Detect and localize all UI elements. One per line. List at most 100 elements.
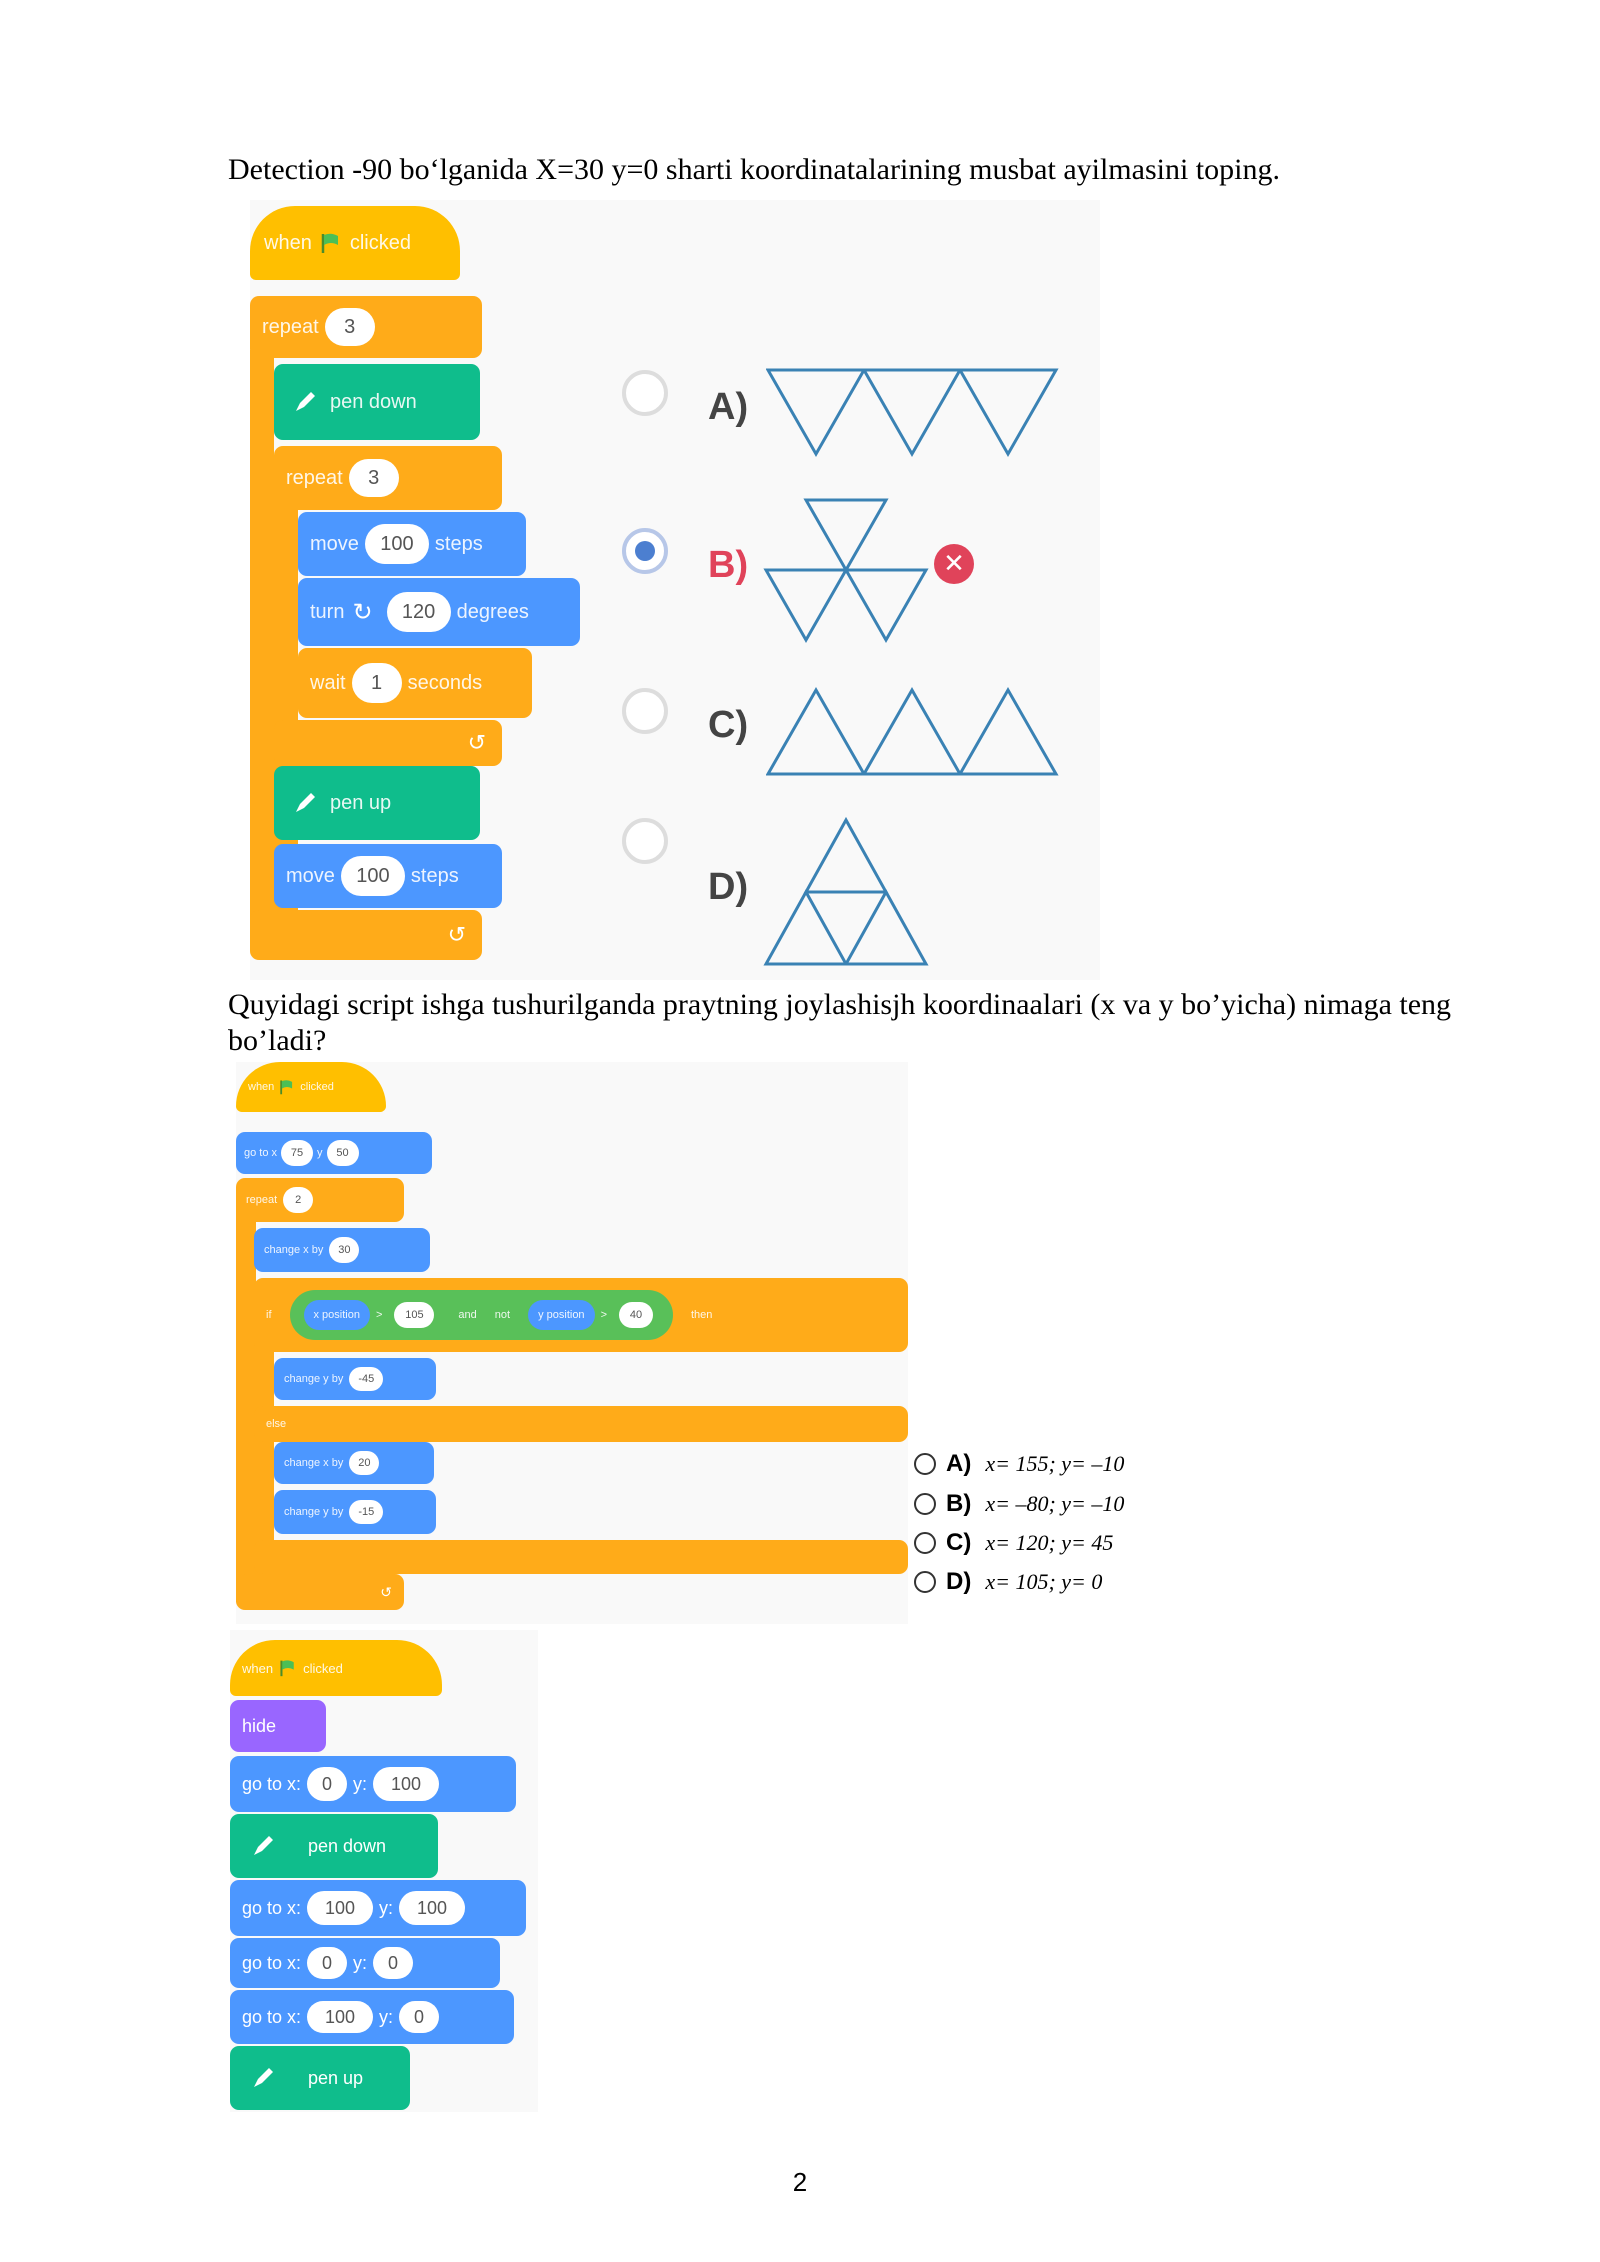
option-c-radio[interactable] (914, 1532, 936, 1554)
op2-label: > (600, 1309, 607, 1321)
change-y2-label: change y by (284, 1506, 344, 1518)
move-label: move (310, 532, 359, 555)
goto-block-3: go to x: 0 y: 0 (230, 1938, 500, 1988)
change-x-block-2: change x by 20 (274, 1442, 434, 1484)
pen-up-label: pen up (308, 2067, 364, 2088)
goto-x-value: 75 (281, 1140, 314, 1166)
repeat-count: 2 (283, 1187, 314, 1213)
option-c-label: C) (708, 704, 749, 746)
option-b-radio[interactable] (622, 528, 668, 574)
option-d-radio[interactable] (622, 818, 668, 864)
repeat-inner-block: repeat 3 (274, 446, 502, 510)
option-c-text: x= 120; y= 45 (985, 1530, 1114, 1555)
goto4-y-label: y: (379, 2006, 394, 2027)
option-a-label: A) (946, 1450, 972, 1477)
pen-up-label: pen up (330, 791, 392, 814)
goto-block-1: go to x: 0 y: 100 (230, 1756, 516, 1812)
hat-clicked-label: clicked (349, 231, 411, 254)
wrong-answer-icon: ✕ (934, 544, 974, 584)
change-x-block: change x by 30 (254, 1228, 430, 1272)
goto-block-4: go to x: 100 y: 0 (230, 1990, 514, 2044)
green-flag-icon (321, 233, 338, 253)
q3-script-image: when clicked hide go to x: 0 y: 100 pen … (230, 1630, 538, 2112)
option-a-shape (766, 368, 1059, 458)
wait-block: wait 1 seconds (298, 648, 532, 718)
option-d-text: x= 105; y= 0 (985, 1569, 1103, 1594)
goto2-x-value: 100 (307, 1891, 374, 1925)
when-flag-clicked-block: when clicked (236, 1062, 386, 1112)
wait-value: 1 (351, 663, 402, 703)
pen-down-label: pen down (330, 390, 417, 413)
pen-down-block: pen down (274, 364, 480, 440)
op1-value: 105 (394, 1302, 435, 1328)
goto1-y-value: 100 (373, 1767, 440, 1801)
repeat-arm (236, 1212, 256, 1602)
goto-xy-block: go to x 75 y 50 (236, 1132, 432, 1174)
repeat-label: repeat (246, 1194, 278, 1206)
option-d-shape (763, 816, 929, 966)
option-b-shape (763, 498, 929, 644)
pen-up-block: pen up (230, 2046, 410, 2110)
move-block: move 100 steps (298, 512, 526, 576)
option-a-radio[interactable] (622, 370, 668, 416)
option-a-radio[interactable] (914, 1453, 936, 1475)
y-position-label: y position (538, 1309, 585, 1321)
else-label: else (266, 1418, 287, 1430)
and-label: and (458, 1309, 477, 1321)
rotate-clockwise-icon: ↻ (352, 598, 373, 626)
goto2-y-value: 100 (399, 1891, 466, 1925)
x-position-label: x position (313, 1309, 360, 1321)
option-c-radio[interactable] (622, 688, 668, 734)
change-y1-value: -45 (349, 1367, 384, 1391)
goto1-x-value: 0 (307, 1767, 348, 1801)
green-flag-icon (280, 1080, 293, 1095)
goto2-label: go to x: (242, 1897, 302, 1918)
change-y2-value: -15 (349, 1500, 384, 1524)
option-b-label: B) (708, 544, 749, 586)
q1-image: when clicked repeat 3 ↺ pen down repeat … (250, 200, 1100, 980)
goto3-label: go to x: (242, 1952, 302, 1973)
if-else-block: if x position > 105 and not y position >… (254, 1278, 908, 1352)
option-b-radio[interactable] (914, 1493, 936, 1515)
question-2-text: Quyidagi script ishga tushurilganda pray… (228, 988, 1452, 1057)
repeat-inner-foot: ↺ (274, 720, 502, 766)
op2-value: 40 (619, 1302, 653, 1328)
pen-down-label: pen down (308, 1835, 387, 1856)
repeat-inner-label: repeat (286, 466, 343, 489)
hat-clicked-label: clicked (303, 1660, 343, 1676)
wait-unit: seconds (407, 671, 483, 694)
repeat-inner-count: 3 (348, 459, 399, 497)
goto-y-value: 50 (326, 1140, 359, 1166)
option-b-text: x= –80; y= –10 (985, 1491, 1125, 1516)
repeat-outer-arm (250, 350, 274, 940)
q2-option-a[interactable]: A) x= 155; y= –10 (914, 1450, 1124, 1478)
hat-when-label: when (242, 1660, 274, 1676)
goto3-y-label: y: (353, 1952, 368, 1973)
q2-option-d[interactable]: D) x= 105; y= 0 (914, 1568, 1102, 1596)
and-operator-block: x position > 105 and not y position > 40 (289, 1290, 673, 1340)
change-x2-label: change x by (284, 1457, 344, 1469)
goto1-y-label: y: (353, 1773, 368, 1794)
question-1-text: Detection -90 bo‘lganida X=30 y=0 sharti… (228, 153, 1280, 186)
change-y-block-2: change y by -15 (274, 1490, 436, 1534)
option-d-radio[interactable] (914, 1571, 936, 1593)
option-b-label: B) (946, 1490, 972, 1517)
x-position-reporter: x position (303, 1300, 370, 1330)
q2-option-b[interactable]: B) x= –80; y= –10 (914, 1490, 1124, 1518)
pen-icon (254, 2068, 273, 2087)
move-block-2: move 100 steps (274, 844, 502, 908)
repeat-label: repeat (262, 315, 319, 338)
goto-label: go to x (244, 1147, 278, 1159)
goto3-y-value: 0 (373, 1947, 414, 1979)
hat-when-label: when (264, 231, 312, 254)
hat-clicked-label: clicked (300, 1081, 334, 1093)
goto-block-2: go to x: 100 y: 100 (230, 1880, 526, 1936)
pen-icon (296, 793, 315, 812)
if-else-foot (254, 1540, 908, 1574)
wait-label: wait (310, 671, 346, 694)
hat-when-label: when (248, 1081, 275, 1093)
move2-steps-value: 100 (340, 856, 405, 896)
q2-option-c[interactable]: C) x= 120; y= 45 (914, 1529, 1113, 1557)
move-steps-value: 100 (364, 524, 429, 564)
turn-unit: degrees (456, 600, 529, 623)
